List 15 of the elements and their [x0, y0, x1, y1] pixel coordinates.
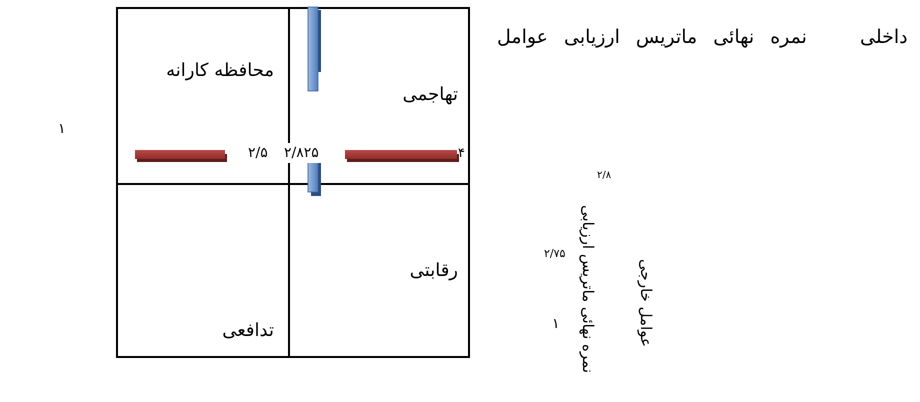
axis-title: عوامل خارجی — [636, 259, 655, 347]
scale-value: ۴ — [458, 146, 465, 161]
axis-title: نمره نهائی ماتریس ارزیابی — [579, 204, 598, 374]
matrix-cell — [116, 183, 290, 358]
cell-label: رقابتی — [410, 259, 458, 283]
scale-value: ۲/۸ — [597, 170, 612, 181]
scale-value: ۱ — [552, 316, 560, 332]
cell-label: تهاجمی — [402, 83, 458, 107]
cell-label: محافظه کارانه — [166, 59, 274, 83]
cell-label: تدافعی — [222, 319, 274, 343]
scale-value: ۲/۷۵ — [544, 247, 566, 260]
axis-title: داخلی — [860, 26, 908, 48]
matrix-cell — [288, 183, 470, 358]
axis-title: نمره نهائی ماتریس ارزیابی عوامل — [497, 26, 807, 48]
scale-value: ۱ — [58, 121, 66, 137]
